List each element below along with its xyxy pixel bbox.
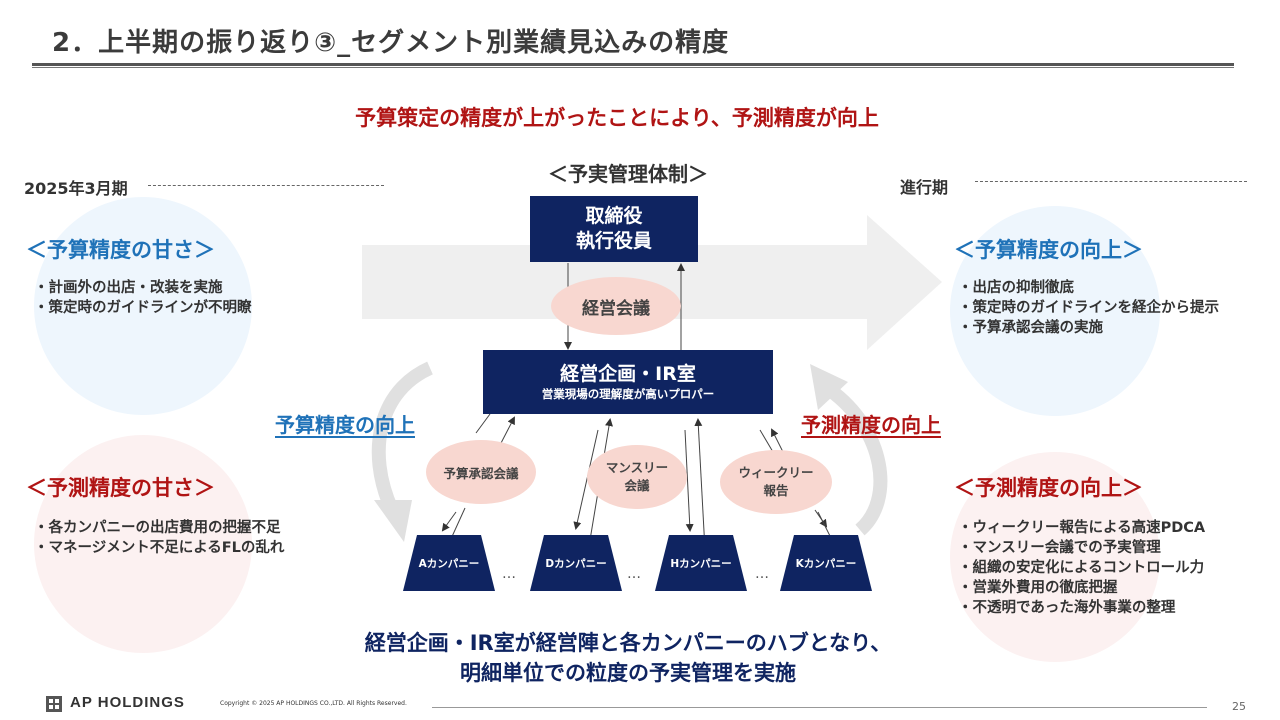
bullet-item: ・予算承認会議の実施 [958,320,1103,336]
connector [441,511,457,532]
title-divider-thin [32,67,1234,68]
left-forecast-heading: ＜予測精度の甘さ＞ [26,476,215,500]
left-forecast-circle [34,435,252,653]
meeting-label: マンスリー [605,460,669,475]
bullet-item: ・出店の抑制徹底 [958,280,1074,296]
corporate-planning-label: 経営企画・IR室 [560,363,696,385]
bullet-item: ・マンスリー会議での予実管理 [958,540,1161,556]
management-meeting-ellipse: 経営会議 [551,277,681,335]
bullet-item: ・各カンパニーの出店費用の把握不足 [34,520,281,536]
company-label: Kカンパニー [795,557,857,570]
right-forecast-bullets: ・ウィークリー報告による高速PDCA ・マンスリー会議での予実管理 ・組織の安定… [958,518,1205,618]
bullet-item: ・不透明であった海外事業の整理 [958,600,1176,616]
connector [684,429,694,532]
weekly-report-ellipse: ウィークリー 報告 [720,450,832,514]
company-h: Hカンパニー [655,535,747,591]
left-forecast-bullets: ・各カンパニーの出店費用の把握不足 ・マネージメント不足によるFLの乱れ [34,518,284,558]
meeting-label: 会議 [624,478,650,493]
cycle-arrow-right-icon [810,364,888,536]
budget-approval-meeting-ellipse: 予算承認会議 [426,440,536,504]
monthly-meeting-ellipse: マンスリー 会議 [587,445,687,509]
period-label-current: 進行期 [900,178,949,197]
left-budget-bullets: ・計画外の出店・改装を実施 ・策定時のガイドラインが不明瞭 [34,278,252,318]
left-budget-circle [34,197,252,415]
board-executives-box: 取締役 執行役員 [530,196,698,262]
forecast-accuracy-up-label: 予測精度の向上 [801,413,941,437]
board-label: 取締役 [585,205,643,227]
footer-divider [432,707,1207,708]
connector [694,418,706,551]
company-a: Aカンパニー [403,535,495,591]
corporate-planning-box: 経営企画・IR室 営業現場の理解度が高いプロパー [483,350,773,414]
budget-accuracy-up-label: 予算精度の向上 [275,413,415,437]
bullet-item: ・営業外費用の徹底把握 [958,580,1118,596]
right-forecast-circle [950,452,1160,662]
meeting-label: ウィークリー [738,465,814,480]
summary-line-1: 経営企画・IR室が経営陣と各カンパニーのハブとなり、 [364,631,892,655]
company-label: Aカンパニー [418,557,480,570]
bullet-item: ・策定時のガイドラインを経企から提示 [958,300,1219,316]
right-budget-heading: ＜予算精度の向上＞ [954,238,1143,262]
corporate-planning-sublabel: 営業現場の理解度が高いプロパー [541,387,715,401]
right-forecast-heading: ＜予測精度の向上＞ [954,476,1143,500]
bullet-item: ・策定時のガイドラインが不明瞭 [34,300,252,316]
copyright: Copyright © 2025 AP HOLDINGS CO.,LTD. Al… [220,700,407,707]
company-k: Kカンパニー [780,535,872,591]
company-label: Hカンパニー [670,557,732,570]
period-divider-left [148,185,384,186]
meeting-label: 予算承認会議 [443,465,519,481]
right-budget-circle [950,206,1160,416]
summary-statement: 経営企画・IR室が経営陣と各カンパニーのハブとなり、 明細単位での粒度の予実管理… [0,628,1256,688]
left-budget-heading: ＜予算精度の甘さ＞ [26,238,215,262]
period-divider-right [975,181,1247,182]
company-label: Dカンパニー [545,557,607,570]
meeting-label: 報告 [763,483,789,498]
ellipsis: … [755,566,770,582]
connector [771,428,784,453]
page-title: 2．上半期の振り返り③_セグメント別業績見込みの精度 [52,28,730,58]
ellipsis: … [627,566,642,582]
bullet-item: ・計画外の出店・改装を実施 [34,280,223,296]
connector [499,416,515,446]
ellipsis: … [502,566,517,582]
executives-label: 執行役員 [575,230,652,252]
period-label-previous: 2025年3月期 [24,179,128,198]
bullet-item: ・組織の安定化によるコントロール力 [958,560,1205,576]
title-divider [32,63,1234,66]
company-logo-icon [46,696,62,712]
structure-header: ＜予実管理体制＞ [548,162,708,186]
company-d: Dカンパニー [530,535,622,591]
headline: 予算策定の精度が上がったことにより、予測精度が向上 [355,106,879,130]
cycle-arrow-left-icon [371,361,434,542]
connector [475,413,491,434]
bullet-item: ・マネージメント不足によるFLの乱れ [34,540,285,556]
connector [759,429,774,453]
brand-name: AP HOLDINGS [70,694,185,711]
right-budget-bullets: ・出店の抑制徹底 ・策定時のガイドラインを経企から提示 ・予算承認会議の実施 [958,278,1219,338]
summary-line-2: 明細単位での粒度の予実管理を実施 [460,661,796,685]
page-number: 25 [1232,700,1246,713]
bullet-item: ・ウィークリー報告による高速PDCA [958,520,1206,536]
